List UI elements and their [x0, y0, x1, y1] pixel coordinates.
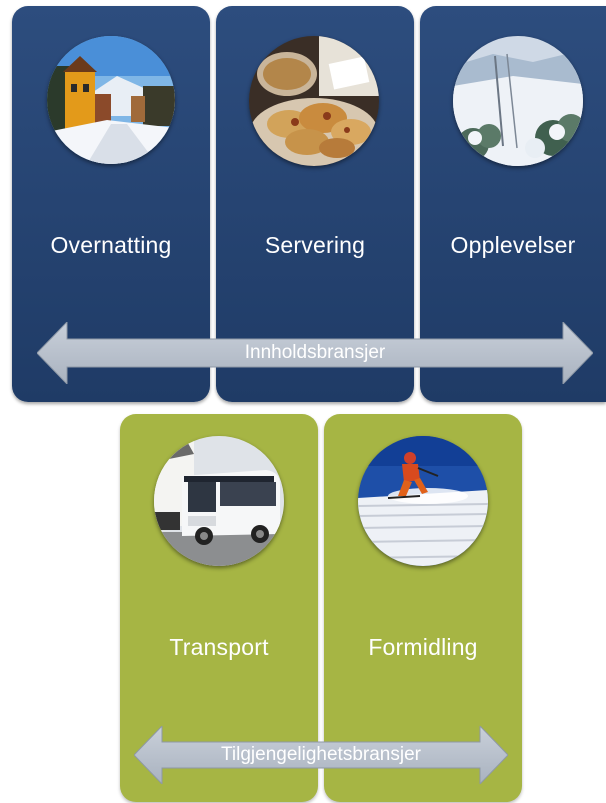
access-industries-arrow: Tilgjengelighetsbransjer: [134, 726, 508, 784]
arrow-label-content: Innholdsbransjer: [244, 342, 386, 363]
pastries-photo-icon: [249, 36, 379, 166]
card-servering: Servering: [216, 6, 414, 402]
item-label-formidling: Formidling: [368, 634, 478, 660]
card-overnatting: Overnatting: [12, 6, 210, 402]
skier-photo-icon: [358, 436, 488, 566]
village-photo-icon: [47, 36, 175, 164]
item-label-transport: Transport: [169, 634, 269, 660]
item-label-overnatting: Overnatting: [50, 232, 172, 258]
ski-slope-photo-icon: [453, 36, 583, 166]
content-industries-arrow: Innholdsbransjer: [37, 322, 593, 384]
item-label-opplevelser: Opplevelser: [450, 232, 576, 258]
arrow-label-access: Tilgjengelighetsbransjer: [221, 744, 421, 765]
item-label-servering: Servering: [264, 232, 366, 258]
card-transport: Transport: [120, 414, 318, 802]
bus-photo-icon: [154, 436, 284, 566]
